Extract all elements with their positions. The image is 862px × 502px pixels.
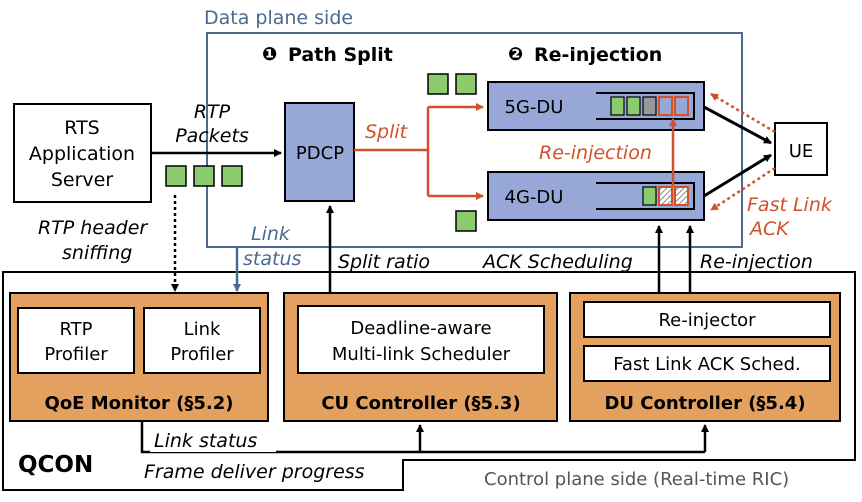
split-label: Split [365, 121, 409, 143]
queue-packet-hatched [658, 186, 673, 206]
fast-ack-4g [710, 166, 776, 212]
pdcp-box [284, 102, 355, 202]
link-profiler-line2: Profiler [170, 344, 234, 365]
qcon-inner-border [2, 271, 856, 491]
data-plane-label: Data plane side [204, 7, 353, 29]
pdcp-label: PDCP [296, 143, 344, 164]
du-5g-box [487, 81, 705, 131]
reinjection-red-label: Re-injection [539, 142, 652, 164]
scheduler-box [297, 305, 545, 374]
data-plane-region [206, 32, 743, 248]
du4g-to-ue-arrow [703, 153, 772, 198]
split-ratio-label: Split ratio [338, 251, 430, 273]
link-status-line1: Link [251, 223, 291, 245]
split-packet-5g [455, 73, 477, 95]
qcon-label: QCON [18, 452, 93, 478]
link-status-bus [140, 421, 705, 454]
ue-box [774, 122, 828, 176]
rtp-packet [221, 165, 243, 187]
qoe-monitor-title: QoE Monitor (§5.2) [45, 393, 234, 414]
sniffing-line1: RTP header [38, 217, 148, 239]
reinjector-box [583, 301, 831, 338]
scheduler-line1: Deadline-aware [350, 318, 491, 339]
reinjection-title: Re-injection [534, 44, 662, 66]
link-profiler-box [143, 307, 261, 374]
path-split-title: Path Split [288, 44, 393, 66]
queue-packet-hatched [674, 186, 689, 206]
fast-ack-line2: ACK [748, 218, 790, 240]
rtp-profiler-line1: RTP [59, 319, 92, 340]
queue-packet-reinjected [658, 96, 673, 116]
scheduler-line2: Multi-link Scheduler [332, 344, 511, 365]
rtp-packets-line2: Packets [175, 125, 249, 147]
du-5g-label: 5G-DU [505, 97, 564, 118]
link-status-mask [150, 430, 276, 452]
reinjection-number: ❷ [508, 44, 523, 65]
link-status-line2: status [243, 248, 301, 270]
path-split-number: ❶ [262, 44, 277, 65]
fastack-sched-label: Fast Link ACK Sched. [613, 354, 801, 375]
rtp-packets-line1: RTP [194, 101, 231, 123]
bottom-link-status: Link status [154, 430, 257, 452]
queue-packet-reinjected [674, 96, 689, 116]
ue-label: UE [789, 141, 814, 162]
rtp-packet [193, 165, 215, 187]
cu-controller-title: CU Controller (§5.3) [321, 393, 520, 414]
control-plane-label: Control plane side (Real-time RIC) [484, 469, 789, 490]
split-packet-5g [427, 73, 449, 95]
link-profiler-line1: Link [184, 319, 221, 340]
rtp-packet [165, 165, 187, 187]
fast-ack-line1: Fast Link [747, 194, 833, 216]
rts-server-line2: Application [29, 143, 135, 165]
split-packet-4g [455, 210, 477, 232]
du-4g-label: 4G-DU [505, 187, 564, 208]
fastack-sched-box [583, 345, 831, 382]
control-plane-label-mask [400, 460, 860, 495]
du-controller-title: DU Controller (§5.4) [604, 393, 805, 414]
sniffing-line2: sniffing [62, 242, 132, 264]
reinjector-label: Re-injector [658, 310, 756, 331]
ack-scheduling-label: ACK Scheduling [481, 251, 633, 273]
fast-ack-5g [710, 92, 776, 134]
queue-packet [610, 96, 625, 116]
rtp-profiler-line2: Profiler [44, 344, 108, 365]
queue-packet [642, 186, 657, 206]
du5g-to-ue-arrow [703, 105, 772, 145]
reinjection-ctrl-label: Re-injection [700, 251, 813, 273]
rts-server-line1: RTS [64, 117, 100, 139]
rtp-profiler-box [17, 307, 135, 374]
frame-progress-label: Frame deliver progress [144, 461, 365, 483]
queue-packet [626, 96, 641, 116]
du-4g-queue [596, 182, 695, 210]
du-5g-queue [596, 92, 695, 120]
rts-server-line3: Server [51, 169, 113, 191]
queue-packet [642, 96, 657, 116]
